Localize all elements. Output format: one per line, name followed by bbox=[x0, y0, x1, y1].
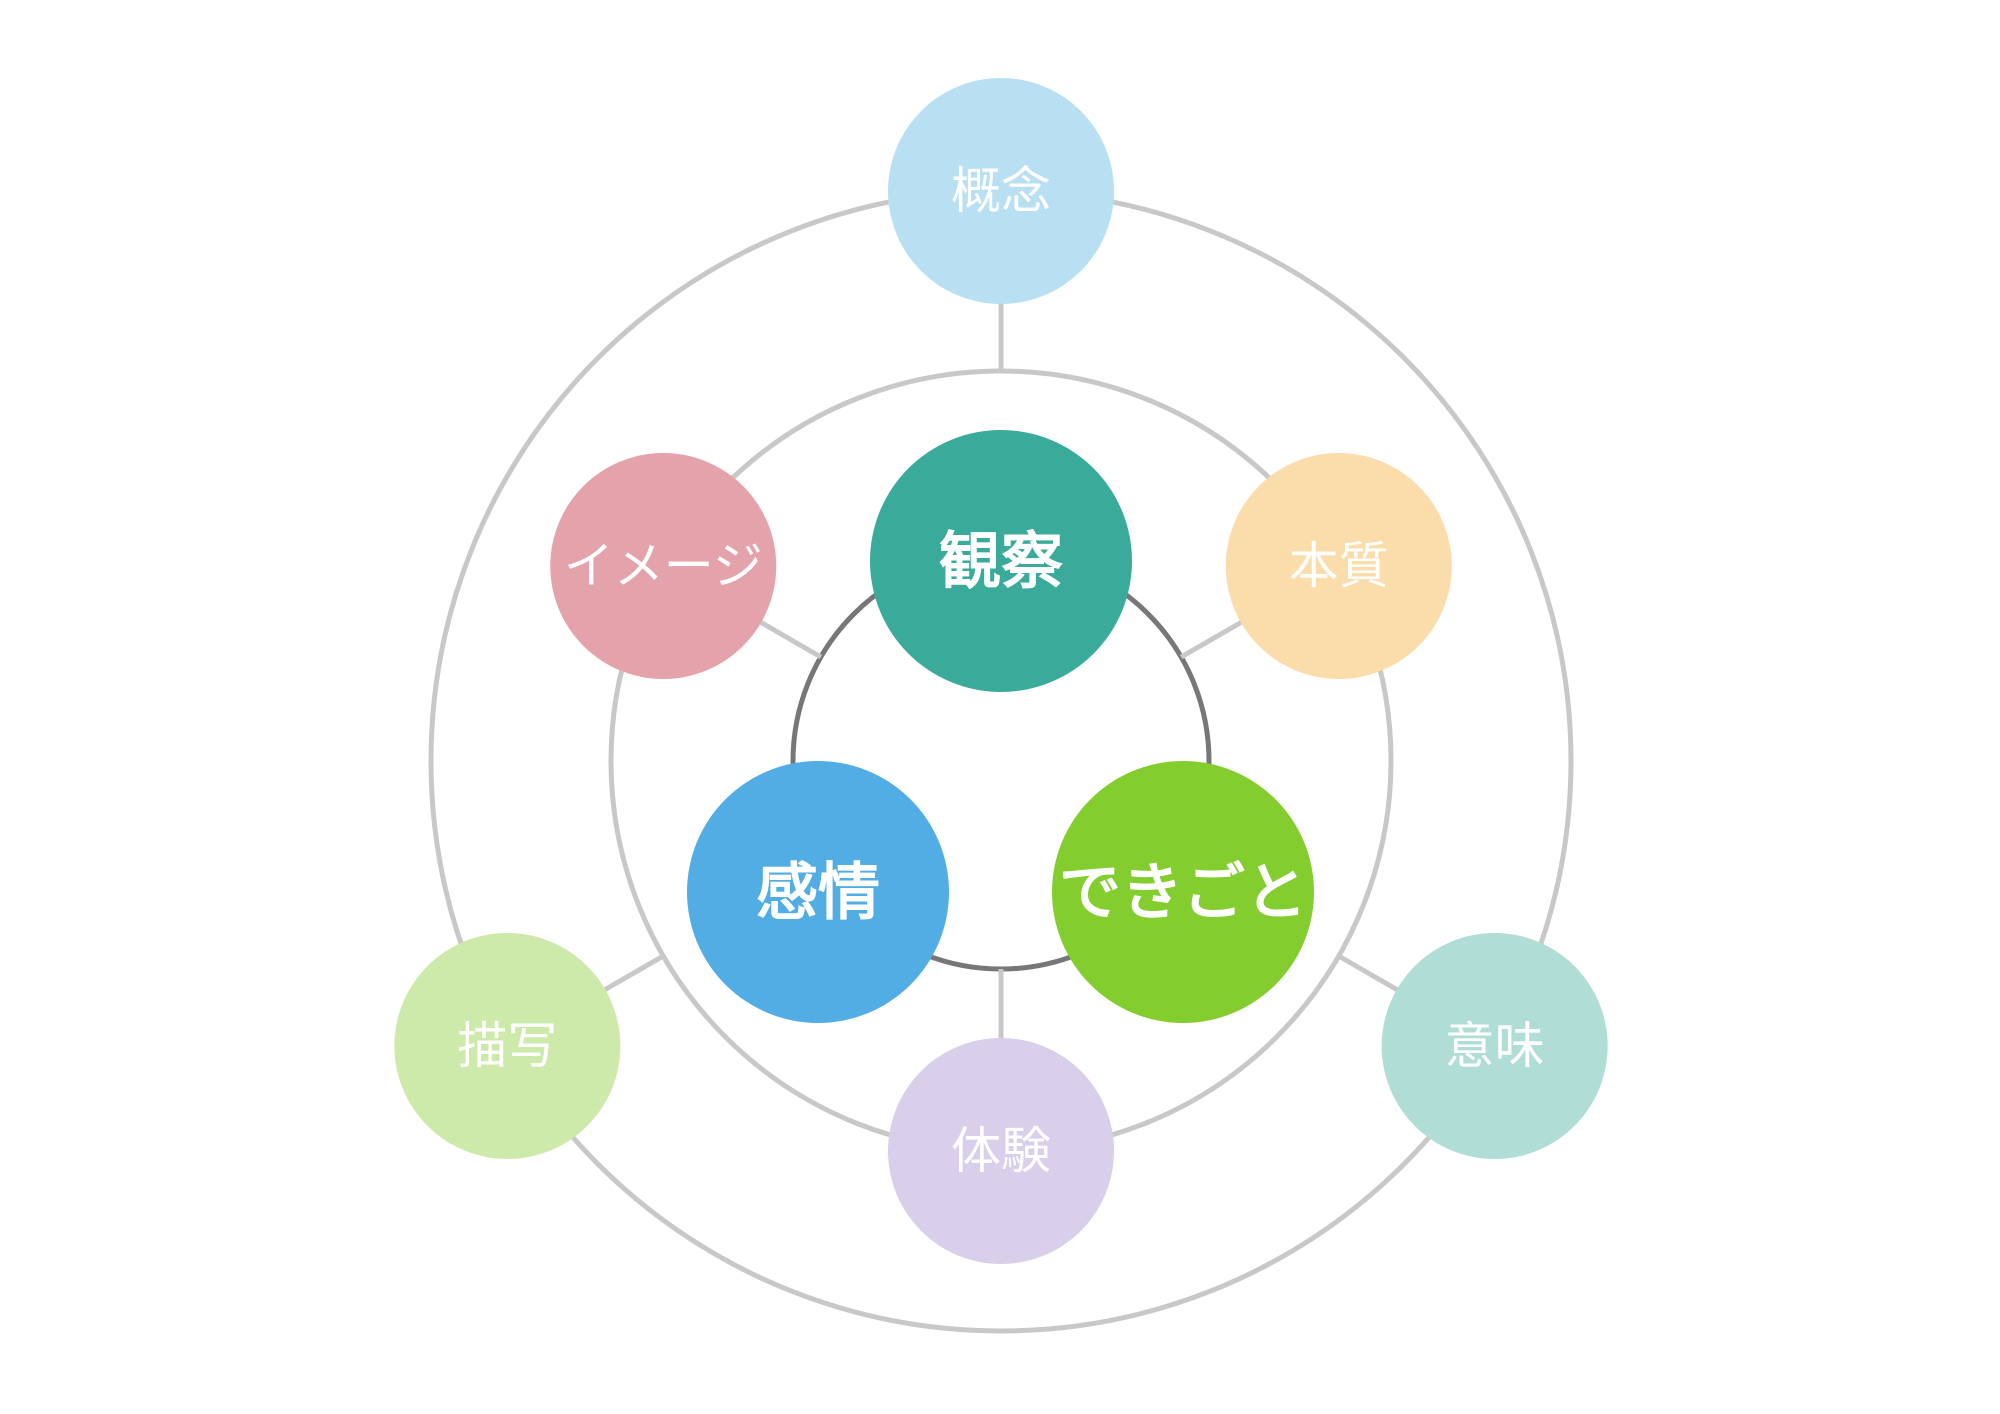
node-depiction: 描写 bbox=[394, 933, 621, 1159]
concept-label: 概念 bbox=[951, 162, 1051, 220]
emotion-label: 感情 bbox=[756, 856, 880, 929]
essence-circle bbox=[1225, 453, 1452, 679]
depiction-circle bbox=[394, 933, 621, 1159]
image-label: イメージ bbox=[564, 537, 763, 595]
node-essence: 本質 bbox=[1225, 453, 1452, 679]
experience-label: 体験 bbox=[951, 1122, 1051, 1180]
emotion-circle bbox=[687, 761, 949, 1023]
observation-circle bbox=[870, 430, 1132, 692]
node-image: イメージ bbox=[550, 453, 777, 679]
image-circle bbox=[550, 453, 777, 679]
depiction-label: 描写 bbox=[457, 1017, 557, 1075]
observation-label: 観察 bbox=[939, 525, 1063, 598]
node-emotion: 感情 bbox=[687, 761, 949, 1023]
meaning-label: 意味 bbox=[1445, 1017, 1545, 1075]
node-observation: 観察 bbox=[870, 430, 1132, 692]
node-event: できごと bbox=[1052, 761, 1314, 1023]
experience-circle bbox=[888, 1038, 1114, 1264]
node-meaning: 意味 bbox=[1381, 933, 1608, 1159]
node-concept: 概念 bbox=[888, 78, 1114, 304]
concept-circle bbox=[888, 78, 1114, 304]
node-experience: 体験 bbox=[888, 1038, 1114, 1264]
event-circle bbox=[1052, 761, 1314, 1023]
event-label: できごと bbox=[1059, 856, 1307, 929]
essence-label: 本質 bbox=[1289, 537, 1389, 595]
meaning-circle bbox=[1381, 933, 1608, 1159]
